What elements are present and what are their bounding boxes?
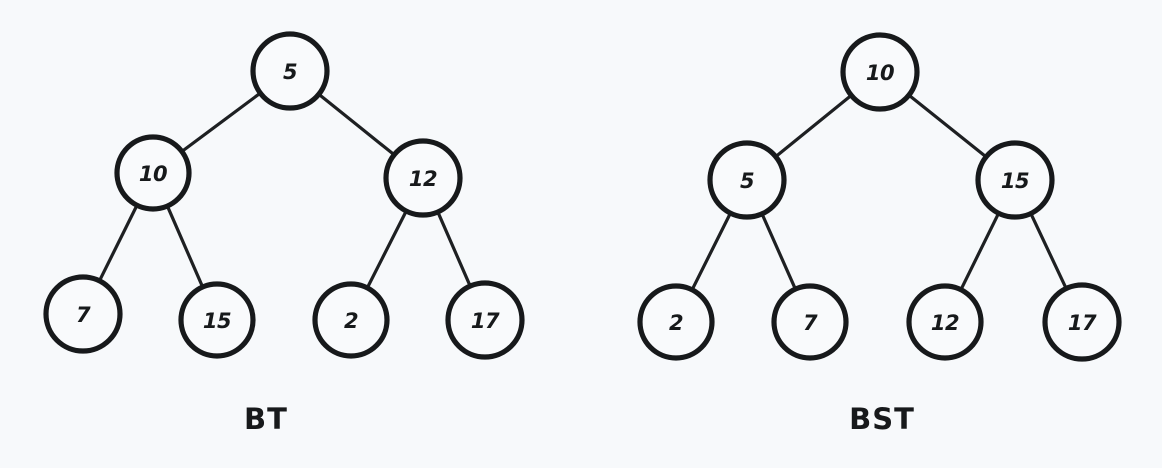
- node-label-bt-r: 12: [409, 167, 437, 191]
- node-label-bt-l: 10: [139, 162, 167, 186]
- tree-edge-bst-l-to-bst-lr: [760, 213, 797, 290]
- node-label-bst-l: 5: [740, 169, 754, 193]
- node-circle-bst-rr: [1042, 282, 1122, 362]
- node-label-bt-ll: 7: [76, 303, 91, 327]
- tree-caption-binary-tree: BT: [244, 402, 288, 436]
- tree-node-bt-ll[interactable]: 7: [43, 274, 123, 354]
- node-circle-bst-ll: [637, 283, 715, 361]
- tree-edge-bst-r-to-bst-rl: [959, 212, 1000, 291]
- tree-edge-bst-r-to-bst-rr: [1029, 212, 1068, 290]
- tree-node-bst-root[interactable]: 10: [840, 32, 920, 112]
- tree-node-bt-rl[interactable]: 2: [312, 281, 390, 359]
- node-circle-bst-lr: [771, 283, 849, 361]
- edges-layer: [98, 92, 1068, 291]
- node-circle-bt-root: [250, 31, 330, 111]
- node-label-bst-r: 15: [1001, 169, 1029, 193]
- tree-node-bst-l[interactable]: 5: [707, 140, 787, 220]
- node-circle-bt-lr: [178, 281, 256, 359]
- nodes-layer: 5 10 12 7 15 2 17 10 5 15 2 7 12 17: [43, 31, 1122, 362]
- tree-node-bst-lr[interactable]: 7: [771, 283, 849, 361]
- tree-edge-bt-r-to-bt-rr: [436, 211, 472, 287]
- tree-edge-bt-l-to-bt-lr: [166, 205, 204, 288]
- captions-layer: BT BST: [244, 402, 915, 436]
- tree-node-bt-l[interactable]: 10: [114, 134, 192, 212]
- node-circle-bst-root: [840, 32, 920, 112]
- node-circle-bt-l: [114, 134, 192, 212]
- tree-edge-bt-root-to-bt-l: [181, 92, 262, 153]
- node-label-bst-lr: 7: [803, 311, 818, 335]
- tree-edge-bt-root-to-bt-r: [318, 93, 395, 156]
- tree-caption-binary-search-tree: BST: [849, 402, 915, 436]
- node-circle-bst-rl: [906, 283, 984, 361]
- node-label-bt-rl: 2: [344, 309, 358, 333]
- tree-edge-bst-root-to-bst-r: [908, 94, 987, 158]
- node-label-bt-root: 5: [283, 60, 297, 84]
- node-circle-bst-l: [707, 140, 787, 220]
- tree-node-bst-r[interactable]: 15: [975, 140, 1055, 220]
- tree-node-bt-rr[interactable]: 17: [445, 280, 525, 360]
- tree-node-bt-root[interactable]: 5: [250, 31, 330, 111]
- tree-node-bst-rr[interactable]: 17: [1042, 282, 1122, 362]
- node-circle-bst-r: [975, 140, 1055, 220]
- tree-edge-bt-r-to-bt-rl: [366, 210, 408, 289]
- node-label-bst-root: 10: [866, 61, 894, 85]
- node-circle-bt-r: [383, 138, 463, 218]
- node-label-bst-rl: 12: [931, 311, 959, 335]
- node-circle-bt-ll: [43, 274, 123, 354]
- tree-node-bst-rl[interactable]: 12: [906, 283, 984, 361]
- node-circle-bt-rl: [312, 281, 390, 359]
- tree-node-bt-r[interactable]: 12: [383, 138, 463, 218]
- tree-edge-bst-root-to-bst-l: [774, 94, 853, 158]
- node-label-bst-ll: 2: [669, 311, 683, 335]
- tree-node-bst-ll[interactable]: 2: [637, 283, 715, 361]
- node-label-bst-rr: 17: [1068, 311, 1097, 335]
- tree-edge-bt-l-to-bt-ll: [98, 204, 139, 282]
- tree-edge-bst-l-to-bst-ll: [690, 212, 732, 291]
- node-label-bt-lr: 15: [203, 309, 231, 333]
- node-circle-bt-rr: [445, 280, 525, 360]
- node-label-bt-rr: 17: [471, 309, 500, 333]
- tree-node-bt-lr[interactable]: 15: [178, 281, 256, 359]
